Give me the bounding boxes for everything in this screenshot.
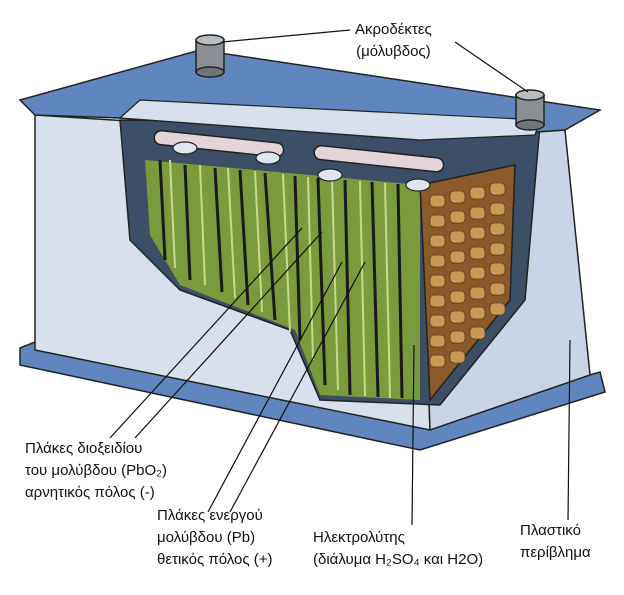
grid-cell [489,242,506,256]
label-casing: Πλαστικό περίβλημα [520,520,591,564]
grid-cell [429,234,446,248]
grid-cell [469,266,486,280]
grid-cell [429,274,446,288]
grid-cell [449,350,466,364]
grid-cell [449,310,466,324]
grid-cell [449,250,466,264]
grid-cell [469,286,486,300]
label-casing-line2: περίβλημα [520,544,591,561]
grid-cell [489,182,506,196]
grid-cell [429,294,446,308]
label-pbo2-line3: αρνητικός πόλος (-) [25,484,155,501]
grid-cell [429,354,446,368]
label-electrolyte: Ηλεκτρολύτης (διάλυμα H₂SO₄ και H2O) [313,527,483,571]
grid-cell [489,222,506,236]
grid-cell [429,334,446,348]
label-terminals: Ακροδέκτες (μόλυβδος) [355,19,432,63]
grid-cell [429,214,446,228]
grid-cell [469,226,486,240]
grid-cell [469,246,486,260]
grid-cell [449,290,466,304]
label-pbo2-line2: του μολύβδου (PbO₂) [25,462,167,479]
plates-area [145,160,420,400]
label-electrolyte-line2: (διάλυμα H₂SO₄ και H2O) [313,551,484,568]
label-pbo2-plates: Πλάκες διοξειδίου του μολύβδου (PbO₂) αρ… [25,438,167,504]
label-pb-line3: θετικός πόλος (+) [157,551,273,568]
plate-stripes [158,159,404,399]
label-pb-line2: μολύβδου (Pb) [157,529,256,546]
label-pb-plates: Πλάκες ενεργού μολύβδου (Pb) θετικός πόλ… [157,505,273,571]
label-electrolyte-line1: Ηλεκτρολύτης [313,529,405,546]
label-casing-line1: Πλαστικό [520,522,581,539]
label-terminals-line2: (μόλυβδος) [356,43,431,60]
grid-cell [489,262,506,276]
connector-straps [153,129,445,173]
cell-caps [172,141,431,192]
grid-cell [449,330,466,344]
grid-cell [449,190,466,204]
label-pbo2-line1: Πλάκες διοξειδίου [25,440,143,457]
label-pb-line1: Πλάκες ενεργού [157,507,263,524]
plate-highlights [169,159,391,399]
label-terminals-line1: Ακροδέκτες [355,21,432,38]
grid-cell [429,194,446,208]
terminal-left [195,34,225,78]
grid-cell [429,254,446,268]
grid-cell [469,206,486,220]
grid-cell [469,326,486,340]
grid-cell [489,282,506,296]
terminal-right [515,89,545,131]
leader-lines [109,29,571,526]
grid-cell [429,314,446,328]
grid-cell [489,202,506,216]
grid-cell [449,210,466,224]
grid-cells [429,182,506,368]
grid-cell [469,306,486,320]
grid-cell [489,302,506,316]
grid-cell [449,230,466,244]
grid-cell [449,270,466,284]
grid-cell [469,186,486,200]
